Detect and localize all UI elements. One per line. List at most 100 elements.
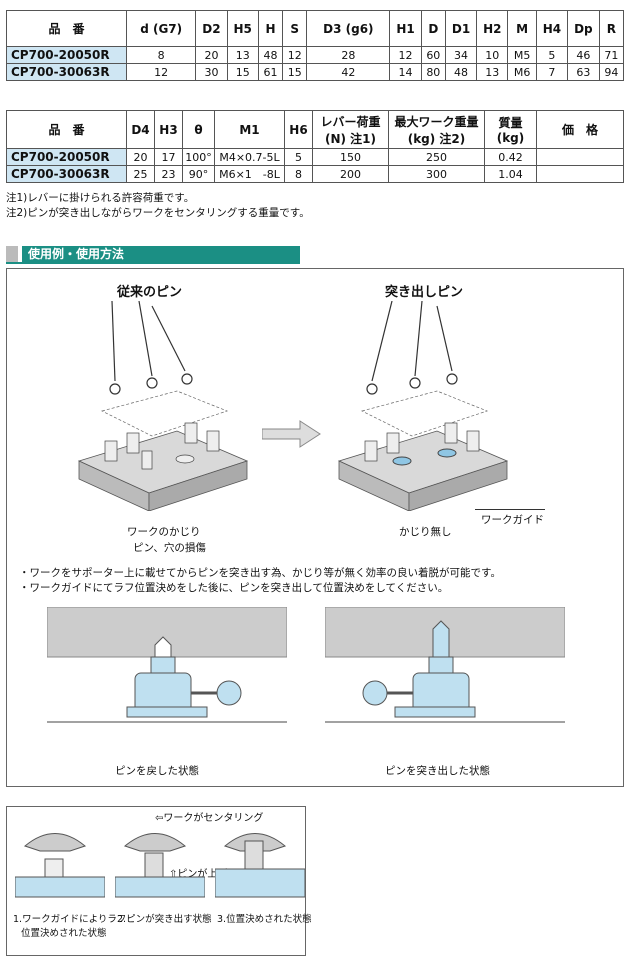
cell: 63 xyxy=(567,63,600,81)
retracted-pin-diagram xyxy=(47,607,287,723)
part-number: CP700-20050R xyxy=(6,148,127,166)
steps-panel: ⇦ワークがセンタリング ⇧ピンが上がる 1.ワークガイドによりラフ 位置決めされ… xyxy=(6,806,312,956)
t1-h-13: Dp xyxy=(567,10,600,47)
cell: 15 xyxy=(226,63,259,81)
cell: 13 xyxy=(226,46,259,64)
step2-caption: 2.ピンが突き出す状態 xyxy=(117,914,212,925)
cell: 13 xyxy=(476,63,509,81)
table-row: CP700-20050R 8 20 13 48 12 28 12 60 34 1… xyxy=(6,46,625,64)
cell xyxy=(536,148,624,166)
cell: 23 xyxy=(154,165,183,183)
cell: M6×1 -8L xyxy=(214,165,285,183)
cell: 5 xyxy=(284,148,313,166)
cell: 100° xyxy=(182,148,215,166)
t1-h-9: D1 xyxy=(444,10,478,47)
part-number: CP700-30063R xyxy=(6,63,127,81)
table-row: CP700-20050R 20 17 100° M4×0.7-5L 5 150 … xyxy=(6,148,624,166)
cell: 200 xyxy=(312,165,389,183)
cell: 94 xyxy=(598,63,625,81)
left-title: 従来のピン xyxy=(117,285,183,300)
t1-h-10: H2 xyxy=(476,10,509,47)
t2-h-3: θ xyxy=(182,110,215,149)
right-title: 突き出しピン xyxy=(385,285,464,300)
cell: 300 xyxy=(388,165,485,183)
t2-h-5: H6 xyxy=(284,110,313,149)
extended-pin-diagram xyxy=(325,607,565,723)
extended-caption: ピンを突き出した状態 xyxy=(385,765,490,777)
t2-h-1: D4 xyxy=(126,110,155,149)
t2-h-8: 質量 (kg) xyxy=(484,110,537,149)
part-number: CP700-20050R xyxy=(6,46,127,64)
cell: 60 xyxy=(420,46,446,64)
t1-h-12: H4 xyxy=(535,10,569,47)
t2-h-9: 価 格 xyxy=(536,110,624,149)
step1-caption-a: 1.ワークガイドによりラフ xyxy=(13,914,127,925)
right-caption: かじり無し xyxy=(399,526,452,538)
step2-diagram xyxy=(115,833,205,898)
cell: 80 xyxy=(420,63,446,81)
t1-h-2: D2 xyxy=(195,10,228,47)
cell: 61 xyxy=(257,63,284,81)
step3-diagram xyxy=(215,833,305,898)
t2-h-4: M1 xyxy=(214,110,285,149)
cell: 34 xyxy=(444,46,478,64)
bullet-2: ・ワークガイドにてラフ位置決めをした後に、ピンを突き出して位置決めをしてください… xyxy=(19,582,449,594)
table1-header-row: 品 番 d (G7) D2 H5 H S D3 (g6) H1 D D1 H2 … xyxy=(6,10,625,47)
t1-h-7: H1 xyxy=(389,10,422,47)
spec-table-1: 品 番 d (G7) D2 H5 H S D3 (g6) H1 D D1 H2 … xyxy=(6,10,625,81)
protruding-pin-illustration xyxy=(337,301,509,511)
cell: 8 xyxy=(125,46,197,64)
cell: M6 xyxy=(507,63,537,81)
cell: 48 xyxy=(257,46,284,64)
work-guide-leader xyxy=(475,509,545,510)
cell: M4×0.7-5L xyxy=(214,148,285,166)
step3-caption: 3.位置決めされた状態 xyxy=(217,914,312,925)
t2-h-0: 品 番 xyxy=(6,110,127,149)
t1-h-8: D xyxy=(420,10,446,47)
t2-h-6: レバー荷重 (N) 注1) xyxy=(312,110,389,149)
t1-h-0: 品 番 xyxy=(6,10,127,47)
cell: 250 xyxy=(388,148,485,166)
part-number: CP700-30063R xyxy=(6,165,127,183)
cell: 17 xyxy=(154,148,183,166)
t1-h-5: S xyxy=(282,10,308,47)
section-title: 使用例・使用方法 xyxy=(6,246,300,263)
arrow-right-icon xyxy=(262,420,321,448)
step1-diagram xyxy=(15,833,105,898)
t1-h-3: H5 xyxy=(226,10,259,47)
cell: 12 xyxy=(125,63,197,81)
left-caption-2: ピン、穴の損傷 xyxy=(133,542,206,554)
t2-h-2: H3 xyxy=(154,110,183,149)
usage-panel: 従来のピン 突き出しピン ワー xyxy=(6,268,624,787)
t1-h-11: M xyxy=(507,10,537,47)
cell: 5 xyxy=(535,46,569,64)
conventional-pin-illustration xyxy=(77,301,249,511)
section-underline xyxy=(6,262,300,264)
cell: M5 xyxy=(507,46,537,64)
cell: 48 xyxy=(444,63,478,81)
step1-caption-b: 位置決めされた状態 xyxy=(21,928,107,939)
left-caption-1: ワークのかじり xyxy=(127,526,201,538)
cell: 1.04 xyxy=(484,165,537,183)
cell: 25 xyxy=(126,165,155,183)
cell: 15 xyxy=(282,63,308,81)
t2-h-7: 最大ワーク重量 (kg) 注2) xyxy=(388,110,485,149)
note-2: 注2)ピンが突き出しながらワークをセンタリングする重量です。 xyxy=(6,207,310,219)
centering-label: ⇦ワークがセンタリング xyxy=(155,813,264,824)
cell: 14 xyxy=(389,63,422,81)
cell xyxy=(536,165,624,183)
cell: 8 xyxy=(284,165,313,183)
cell: 0.42 xyxy=(484,148,537,166)
bullet-1: ・ワークをサポーター上に載せてからピンを突き出す為、かじり等が無く効率の良い着脱… xyxy=(19,567,501,579)
cell: 7 xyxy=(535,63,569,81)
note-1: 注1)レバーに掛けられる許容荷重です。 xyxy=(6,192,195,204)
t1-h-6: D3 (g6) xyxy=(306,10,391,47)
cell: 46 xyxy=(567,46,600,64)
cell: 12 xyxy=(389,46,422,64)
work-guide-label: ワークガイド xyxy=(481,514,544,526)
table-row: CP700-30063R 25 23 90° M6×1 -8L 8 200 30… xyxy=(6,165,624,183)
cell: 10 xyxy=(476,46,509,64)
retracted-caption: ピンを戻した状態 xyxy=(115,765,199,777)
spec-table-2: 品 番 D4 H3 θ M1 H6 レバー荷重 (N) 注1) 最大ワーク重量 … xyxy=(6,110,624,183)
cell: 28 xyxy=(306,46,391,64)
